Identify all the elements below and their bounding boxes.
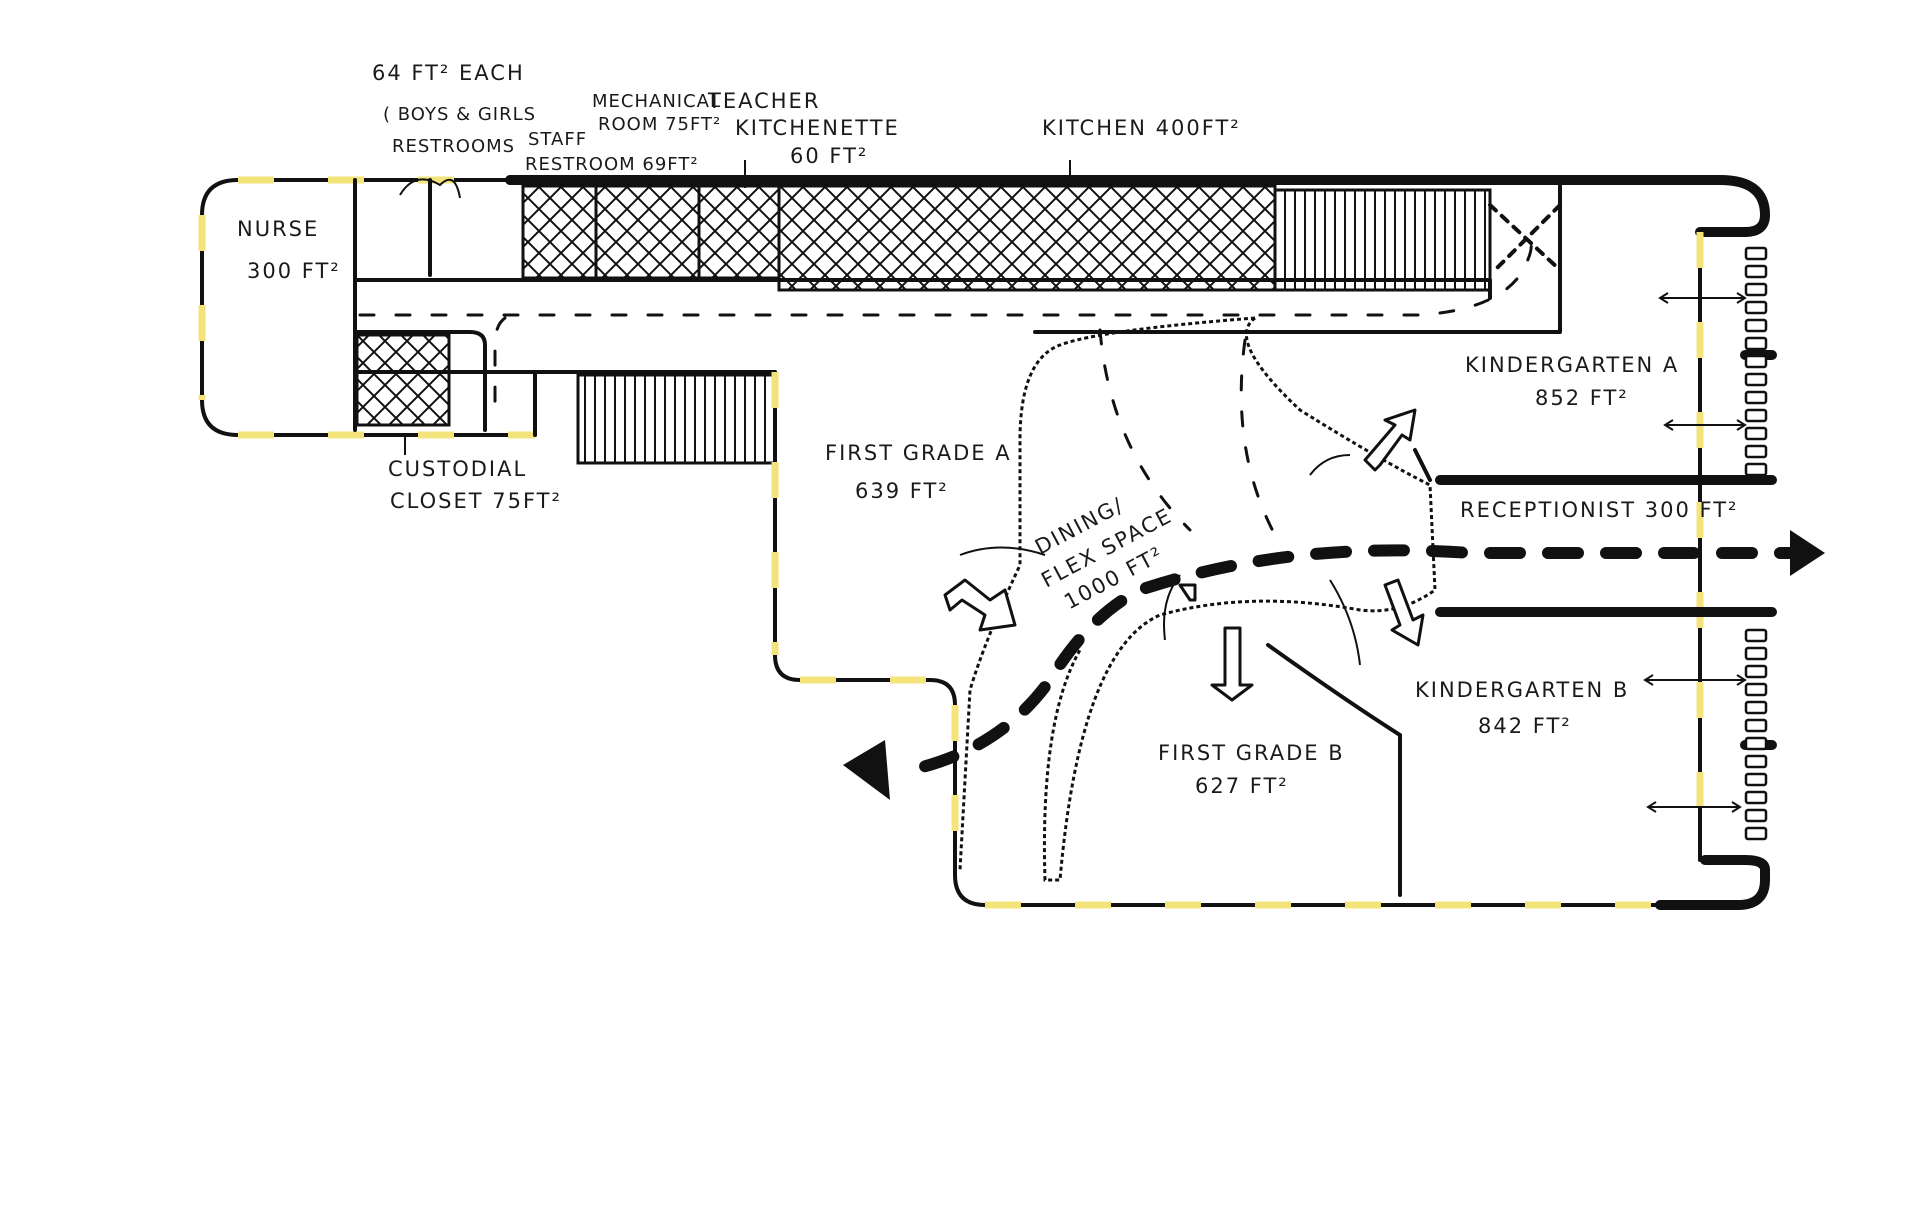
- dining-flex-space-outline: [958, 316, 1437, 882]
- label-kindergarten-b-area: 842 FT²: [1478, 714, 1572, 738]
- window-mark: [1744, 826, 1768, 841]
- double-arrows: [1643, 292, 1747, 813]
- label-staff-restroom-2: RESTROOM 69FT²: [525, 154, 699, 175]
- label-nurse-name: NURSE: [237, 217, 319, 241]
- double-arrow-icon: [1663, 419, 1747, 431]
- hollow-arrow-icon: [1363, 408, 1417, 472]
- label-first-grade-a-area: 639 FT²: [855, 479, 949, 503]
- window-mark: [1744, 718, 1768, 733]
- window-mark: [1744, 444, 1768, 459]
- window-mark: [1744, 408, 1768, 423]
- label-kindergarten-a-area: 852 FT²: [1535, 386, 1629, 410]
- window-mark: [1744, 336, 1768, 351]
- double-arrow-icon: [1658, 292, 1747, 304]
- label-custodial-2: CLOSET 75FT²: [390, 489, 562, 513]
- window-mark: [1744, 282, 1768, 297]
- hollow-arrow-icon: [943, 578, 1017, 632]
- label-kindergarten-a-name: KINDERGARTEN A: [1465, 353, 1679, 377]
- room-labels: NURSE 300 FT² 64 FT² EACH ( BOYS & GIRLS…: [237, 61, 1738, 798]
- label-kitchen: KITCHEN 400FT²: [1042, 116, 1241, 140]
- entry-arrows: [943, 408, 1425, 702]
- label-first-grade-b-name: FIRST GRADE B: [1158, 741, 1345, 765]
- label-first-grade-a-name: FIRST GRADE A: [825, 441, 1012, 465]
- double-arrow-icon: [1646, 801, 1742, 813]
- window-mark: [1744, 300, 1768, 315]
- window-mark: [1744, 628, 1768, 643]
- hollow-arrow-icon: [1210, 626, 1254, 702]
- window-mark: [1744, 426, 1768, 441]
- hollow-arrow-icon: [1383, 578, 1425, 647]
- label-nurse-area: 300 FT²: [247, 259, 341, 283]
- window-mark: [1744, 390, 1768, 405]
- window-mark: [1744, 664, 1768, 679]
- label-mechanical-1: MECHANICAL: [592, 91, 721, 112]
- label-custodial-1: CUSTODIAL: [388, 457, 527, 481]
- service-wing: [198, 175, 1770, 439]
- window-mark: [1744, 246, 1768, 261]
- label-teacher-kitchenette-3: 60 FT²: [790, 144, 868, 168]
- window-mark: [1744, 264, 1768, 279]
- window-mark: [1744, 700, 1768, 715]
- label-receptionist: RECEPTIONIST 300 FT²: [1460, 498, 1738, 522]
- window-mark: [1744, 354, 1768, 369]
- label-teacher-kitchenette-1: TEACHER: [707, 89, 820, 113]
- right-facade-windows: [1744, 246, 1768, 841]
- window-mark: [1744, 372, 1768, 387]
- window-mark: [1744, 754, 1768, 769]
- label-restrooms-type: ( BOYS & GIRLS: [383, 104, 536, 125]
- window-mark: [1744, 808, 1768, 823]
- window-mark: [1744, 736, 1768, 751]
- window-mark: [1744, 318, 1768, 333]
- hatched-rooms: [355, 184, 1562, 465]
- circulation-paths: [358, 238, 1825, 800]
- label-restrooms-area: 64 FT² EACH: [372, 61, 525, 85]
- label-mechanical-2: ROOM 75FT²: [598, 114, 721, 135]
- window-mark: [1744, 790, 1768, 805]
- leader-lines: [399, 160, 1361, 666]
- label-kindergarten-b-name: KINDERGARTEN B: [1415, 678, 1629, 702]
- hollow-arrow-icon: [1178, 583, 1197, 602]
- window-mark: [1744, 646, 1768, 661]
- window-mark: [1744, 462, 1768, 477]
- label-staff-restroom-1: STAFF: [528, 129, 587, 150]
- label-restrooms-word: RESTROOMS: [392, 136, 515, 157]
- double-arrow-icon: [1643, 674, 1747, 686]
- label-teacher-kitchenette-2: KITCHENETTE: [735, 116, 900, 140]
- window-mark: [1744, 772, 1768, 787]
- window-mark: [1744, 682, 1768, 697]
- label-first-grade-b-area: 627 FT²: [1195, 774, 1289, 798]
